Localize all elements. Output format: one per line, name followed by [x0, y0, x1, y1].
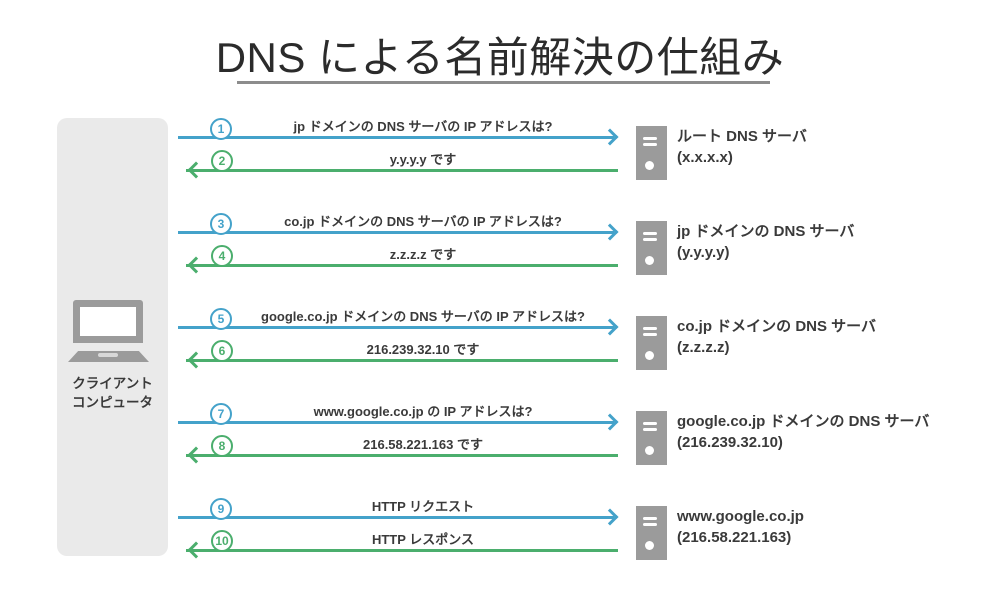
- step-number-badge: 8: [211, 435, 233, 457]
- server-www-google: www.google.co.jp (216.58.221.163): [636, 506, 986, 566]
- step-number-badge: 9: [210, 498, 232, 520]
- arrowhead-left-icon: [187, 256, 205, 274]
- diagram-title: DNS による名前解決の仕組み: [215, 34, 785, 81]
- exchange-cojp-dns: google.co.jp ドメインの DNS サーバの IP アドレスは? 5 …: [178, 302, 622, 372]
- request-arrow-line: [178, 230, 614, 234]
- response-arrow-line: [186, 263, 618, 267]
- client-label-line2: コンピュータ: [72, 395, 153, 410]
- laptop-notch-icon: [98, 353, 118, 357]
- server-cojp-dns: co.jp ドメインの DNS サーバ (z.z.z.z): [636, 316, 986, 376]
- server-address: (y.y.y.y): [677, 244, 730, 261]
- server-address: (216.239.32.10): [677, 434, 783, 451]
- request-label: google.co.jp ドメインの DNS サーバの IP アドレスは?: [261, 309, 585, 324]
- server-name: co.jp ドメインの DNS サーバ: [677, 318, 877, 335]
- server-name: jp ドメインの DNS サーバ: [677, 223, 855, 240]
- request-label: HTTP リクエスト: [371, 499, 475, 514]
- server-label: www.google.co.jp (216.58.221.163): [677, 506, 804, 548]
- laptop-icon: [73, 300, 143, 343]
- server-icon: [636, 316, 667, 370]
- server-root-dns: ルート DNS サーバ (x.x.x.x): [636, 126, 986, 186]
- response-label: 216.58.221.163 です: [363, 437, 483, 452]
- title-underline: [237, 81, 770, 84]
- arrowhead-left-icon: [187, 541, 205, 559]
- server-google-dns: google.co.jp ドメインの DNS サーバ (216.239.32.1…: [636, 411, 986, 471]
- server-icon: [636, 126, 667, 180]
- exchange-google-dns: www.google.co.jp の IP アドレスは? 7 216.58.22…: [178, 397, 622, 467]
- response-arrow-line: [186, 453, 618, 457]
- server-icon: [636, 411, 667, 465]
- response-arrow-line: [186, 548, 618, 552]
- client-label-line1: クライアント: [72, 376, 153, 391]
- request-arrow-line: [178, 135, 614, 139]
- response-label: z.z.z.z です: [389, 247, 457, 262]
- step-number-badge: 1: [210, 118, 232, 140]
- request-arrow-line: [178, 325, 614, 329]
- step-number-badge: 2: [211, 150, 233, 172]
- server-name: google.co.jp ドメインの DNS サーバ: [677, 413, 930, 430]
- step-number-badge: 5: [210, 308, 232, 330]
- exchange-jp-dns: co.jp ドメインの DNS サーバの IP アドレスは? 3 z.z.z.z…: [178, 207, 622, 277]
- server-icon: [636, 506, 667, 560]
- step-number-badge: 4: [211, 245, 233, 267]
- request-label: www.google.co.jp の IP アドレスは?: [313, 404, 533, 419]
- server-icon: [636, 221, 667, 275]
- response-label: y.y.y.y です: [389, 152, 457, 167]
- server-address: (z.z.z.z): [677, 339, 730, 356]
- client-label: クライアント コンピュータ: [57, 374, 168, 412]
- arrowhead-left-icon: [187, 351, 205, 369]
- request-arrow-line: [178, 420, 614, 424]
- request-label: co.jp ドメインの DNS サーバの IP アドレスは?: [284, 214, 562, 229]
- response-arrow-line: [186, 358, 618, 362]
- response-label: 216.239.32.10 です: [366, 342, 480, 357]
- server-name: www.google.co.jp: [677, 508, 804, 525]
- client-computer-panel: クライアント コンピュータ: [57, 118, 168, 556]
- server-label: ルート DNS サーバ (x.x.x.x): [677, 126, 807, 168]
- arrowhead-left-icon: [187, 161, 205, 179]
- step-number-badge: 6: [211, 340, 233, 362]
- request-arrow-line: [178, 515, 614, 519]
- server-address: (216.58.221.163): [677, 529, 792, 546]
- step-number-badge: 7: [210, 403, 232, 425]
- server-label: co.jp ドメインの DNS サーバ (z.z.z.z): [677, 316, 876, 358]
- server-label: google.co.jp ドメインの DNS サーバ (216.239.32.1…: [677, 411, 929, 453]
- server-name: ルート DNS サーバ: [677, 128, 807, 145]
- server-label: jp ドメインの DNS サーバ (y.y.y.y): [677, 221, 854, 263]
- step-number-badge: 10: [211, 530, 233, 552]
- exchange-http: HTTP リクエスト 9 HTTP レスポンス 10: [178, 492, 622, 562]
- exchange-root-dns: jp ドメインの DNS サーバの IP アドレスは? 1 y.y.y.y です…: [178, 112, 622, 182]
- request-label: jp ドメインの DNS サーバの IP アドレスは?: [293, 119, 553, 134]
- server-address: (x.x.x.x): [677, 149, 733, 166]
- server-jp-dns: jp ドメインの DNS サーバ (y.y.y.y): [636, 221, 986, 281]
- response-arrow-line: [186, 168, 618, 172]
- response-label: HTTP レスポンス: [371, 532, 475, 547]
- step-number-badge: 3: [210, 213, 232, 235]
- arrowhead-left-icon: [187, 446, 205, 464]
